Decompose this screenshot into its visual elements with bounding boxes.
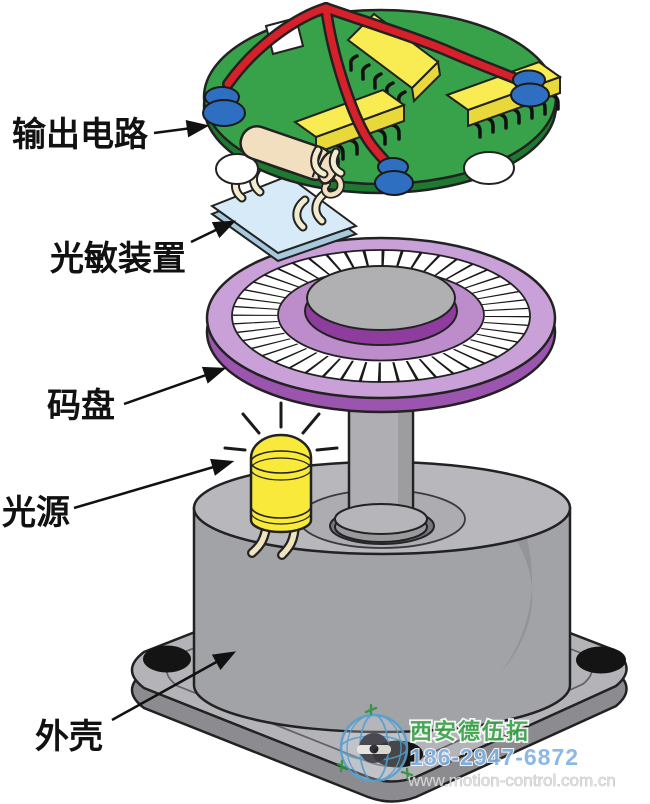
arrow-line-light-source xyxy=(73,464,218,510)
photosensitive-device xyxy=(209,159,359,263)
label-code-disc: 码盘 xyxy=(47,387,115,425)
led-rays xyxy=(223,401,339,452)
disc-hub-top xyxy=(306,265,456,331)
label-housing: 外壳 xyxy=(35,718,103,756)
ic-chip-1 xyxy=(346,12,442,108)
watermark-globe-logo xyxy=(336,703,414,783)
led-band-top1 xyxy=(250,450,312,474)
arrow-head-housing xyxy=(211,651,237,671)
arrow-head-output-circuit xyxy=(185,119,210,138)
callout-arrows xyxy=(73,119,237,722)
shaft-collar-top xyxy=(334,503,428,535)
mounting-hole-right xyxy=(576,646,626,674)
label-light-source: 光源 xyxy=(2,494,70,532)
led-band-bottom2 xyxy=(250,511,312,525)
led-band-top2 xyxy=(250,457,312,481)
mounting-hole-left xyxy=(143,645,191,673)
blue-terminal-right xyxy=(510,69,550,108)
pcb-notch-bottom-right xyxy=(463,151,515,185)
arrow-line-photosensitive xyxy=(190,226,221,244)
pcb-wire-hooks xyxy=(310,145,346,179)
arrow-head-photosensitive xyxy=(211,220,237,239)
watermark-url: www.motion-control.com.cn xyxy=(407,771,616,790)
pcb-notch-bottom-left xyxy=(215,153,259,185)
led-band-bottom1 xyxy=(250,505,312,519)
label-photosensitive-device: 光敏装置 xyxy=(50,240,186,278)
sensor-plate-top xyxy=(209,174,359,255)
arrow-head-light-source xyxy=(210,458,235,476)
arrow-line-housing xyxy=(111,658,221,722)
watermark: 西安德伍拓 186-2947-6872 www.motion-control.c… xyxy=(336,703,616,790)
arrow-line-code-disc xyxy=(123,372,210,406)
blue-terminal-bottom xyxy=(374,157,414,196)
arrow-head-code-disc xyxy=(201,366,227,384)
light-source-led xyxy=(223,401,339,560)
housing-cylinder-side xyxy=(192,506,572,734)
arrow-line-output-circuit xyxy=(153,126,193,135)
code-disc xyxy=(205,236,557,414)
part-labels: 输出电路 光敏装置 码盘 光源 外壳 xyxy=(2,116,186,756)
watermark-brand: 西安德伍拓 xyxy=(410,719,530,744)
label-output-circuit: 输出电路 xyxy=(12,116,149,154)
output-circuit-board xyxy=(202,2,563,199)
blue-terminal-left xyxy=(202,86,246,127)
housing xyxy=(130,460,628,803)
watermark-logo-marks xyxy=(336,703,414,781)
watermark-phone: 186-2947-6872 xyxy=(410,744,579,770)
disc-radial-slits xyxy=(233,249,529,383)
